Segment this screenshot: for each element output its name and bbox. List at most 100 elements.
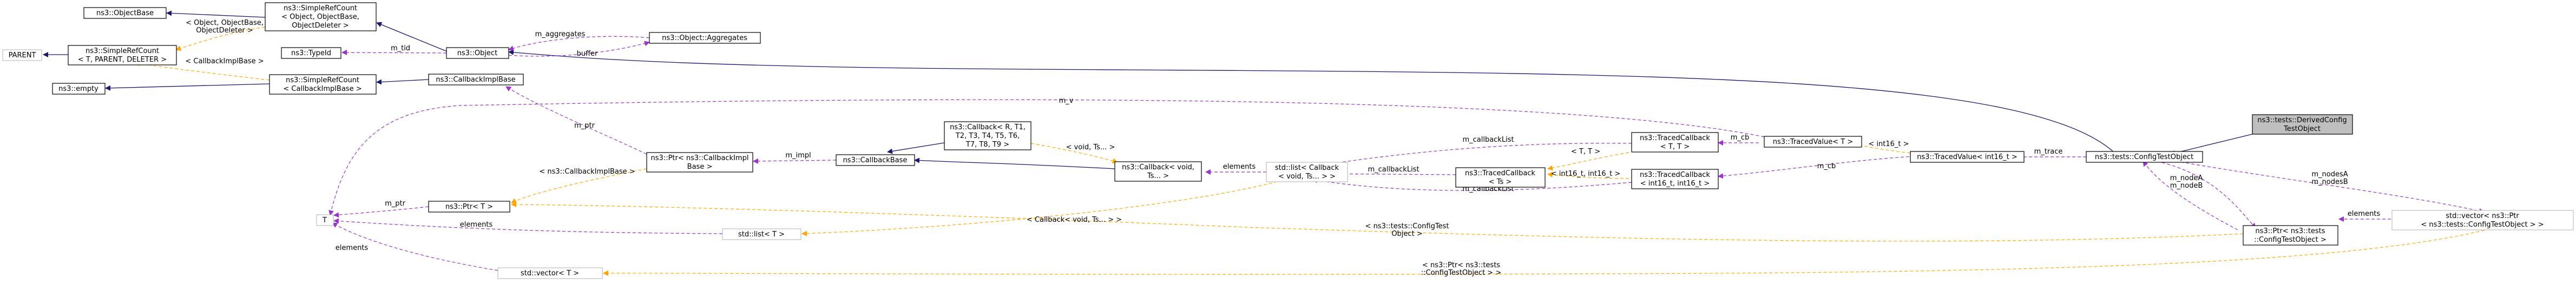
label-ptr-config-tpl-1: < ns3::tests::ConfigTest — [1365, 222, 1449, 230]
edge-tpl-vector-ptr — [603, 226, 2501, 276]
node-tracedcallback-int16[interactable]: ns3::TracedCallback < int16_t, int16_t > — [1631, 169, 1719, 189]
node-derivedconfigtestobject[interactable]: ns3::tests::DerivedConfig TestObject — [2252, 114, 2353, 135]
label-elements-list: elements — [1223, 163, 1256, 171]
node-list-t[interactable]: std::list< T > — [722, 228, 801, 240]
label-cb-void-ts-tpl: < Callback< void, Ts... > > — [1027, 216, 1122, 224]
label-srefcount-obj-tpl-2: ObjectDeleter > — [196, 27, 253, 35]
node-simplerefcount-object-line3: ObjectDeleter > — [292, 22, 349, 30]
edge-inherit-configtest-object — [508, 49, 2117, 155]
node-configtestobject[interactable]: ns3::tests::ConfigTestObject — [2086, 151, 2203, 163]
node-tracedcallback-tt-line2: < T, T > — [1660, 143, 1690, 151]
node-parent[interactable]: PARENT — [2, 49, 42, 61]
node-object-label: ns3::Object — [457, 49, 497, 57]
label-callbacklist-ts: m_callbackList — [1368, 166, 1419, 174]
node-callbackimplbase-label: ns3::CallbackImplBase — [436, 76, 515, 84]
label-elements-vec: elements — [2348, 210, 2381, 218]
node-derivedconfigtestobject-line2: TestObject — [2283, 125, 2321, 133]
edge-inherit-object-srefcount — [376, 22, 454, 55]
node-list-t-label: std::list< T > — [738, 230, 785, 239]
label-trace: m_trace — [2034, 148, 2063, 156]
node-object[interactable]: ns3::Object — [446, 47, 509, 59]
node-callback-void[interactable]: ns3::Callback< void, Ts... > — [1114, 161, 1202, 182]
node-vector-ptr-configtestobject[interactable]: std::vector< ns3::Ptr < ns3::tests::Conf… — [2391, 210, 2574, 230]
node-ptr-t[interactable]: ns3::Ptr< T > — [428, 201, 510, 213]
edge-use-list-tcb-int16 — [1312, 177, 1632, 191]
node-callback-template-line1: ns3::Callback< R, T1, — [950, 123, 1026, 131]
node-callbackbase-label: ns3::CallbackBase — [843, 156, 908, 164]
node-ptr-callbackimplbase[interactable]: ns3::Ptr< ns3::CallbackImpl Base > — [646, 152, 753, 173]
edge-use-cbimplbase-ptr — [505, 86, 647, 155]
node-vector-t-label: std::vector< T > — [521, 269, 579, 278]
label-vec-ptr-tpl-1: < ns3::Ptr< ns3::tests — [1422, 261, 1500, 269]
edge-tpl-ptr-cbimpl — [511, 168, 647, 203]
label-impl: m_impl — [785, 151, 811, 160]
node-ptr-callbackimplbase-line1: ns3::Ptr< ns3::CallbackImpl — [651, 154, 749, 162]
edge-use-configtest-ptr-config — [2156, 161, 2256, 229]
edge-tpl-tv-int16 — [1837, 138, 1911, 154]
edge-use-configtest-vector-ptr — [2170, 160, 2485, 214]
label-elements-list-t: elements — [460, 221, 493, 229]
node-configtestobject-label: ns3::tests::ConfigTestObject — [2095, 153, 2193, 161]
label-nodes-ab-2: m_nodesB — [2311, 178, 2348, 186]
label-tid: m_tid — [391, 44, 410, 52]
label-node-ab-2: m_nodeB — [2170, 182, 2203, 190]
label-node-ab-1: m_nodeA — [2170, 174, 2203, 182]
node-callback-template[interactable]: ns3::Callback< R, T1, T2, T3, T4, T5, T6… — [944, 121, 1031, 150]
node-tracedvalue-int16[interactable]: ns3::TracedValue< int16_t > — [1910, 151, 2025, 163]
node-simplerefcount-cbimpl-line1: ns3::SimpleRefCount — [286, 76, 359, 84]
edge-use-list-tcb-tt — [1312, 143, 1632, 169]
node-callback-template-line3: T7, T8, T9 > — [965, 141, 1009, 149]
edge-inherit-callback-t-cbbase — [887, 142, 945, 154]
node-aggregates[interactable]: ns3::Object::Aggregates — [649, 32, 761, 44]
node-tracedvalue-t[interactable]: ns3::TracedValue< T > — [1764, 136, 1862, 148]
node-callback-void-line1: ns3::Callback< void, — [1122, 163, 1194, 171]
node-ptr-callbackimplbase-line2: Base > — [687, 163, 713, 171]
node-callback-template-line2: T2, T3, T4, T5, T6, — [955, 132, 1020, 140]
node-t-label: T — [322, 216, 327, 224]
node-tracedcallback-tt-line1: ns3::TracedCallback — [1640, 134, 1710, 142]
node-simplerefcount-object[interactable]: ns3::SimpleRefCount < Object, ObjectBase… — [265, 2, 377, 31]
node-empty[interactable]: ns3::empty — [52, 83, 106, 95]
node-list-callback-line1: std::list< Callback — [1275, 164, 1339, 172]
node-simplerefcount-cbimpl-line2: < CallbackImplBase > — [283, 85, 362, 93]
node-simplerefcount-t-line1: ns3::SimpleRefCount — [86, 47, 159, 55]
edge-tpl-tcb-ts-to-tcb-int16 — [1547, 171, 1629, 179]
label-buffer: buffer — [577, 50, 598, 58]
node-list-callback[interactable]: std::list< Callback < void, Ts... > > — [1266, 162, 1348, 182]
label-ptr-config-tpl-2: Object > — [1391, 230, 1422, 238]
node-t[interactable]: T — [316, 214, 334, 226]
node-ptr-configtestobject[interactable]: ns3::Ptr< ns3::tests ::ConfigTestObject … — [2243, 225, 2338, 246]
edge-tpl-tcb-ts-to-tcb-tt — [1547, 152, 1629, 171]
edge-use-object-aggregates — [508, 41, 650, 57]
node-callbackbase[interactable]: ns3::CallbackBase — [836, 154, 915, 166]
node-objectbase[interactable]: ns3::ObjectBase — [83, 7, 167, 19]
edge-inherit-callback-void-cbbase — [914, 157, 1115, 169]
node-simplerefcount-t[interactable]: ns3::SimpleRefCount < T, PARENT, DELETER… — [68, 45, 177, 65]
label-nodes-ab-1: m_nodesA — [2311, 170, 2348, 179]
node-tracedcallback-int16-line1: ns3::TracedCallback — [1640, 171, 1710, 179]
edge-tpl-srefcount-cbimpl — [135, 61, 270, 81]
node-callbackimplbase[interactable]: ns3::CallbackImplBase — [428, 74, 524, 85]
node-list-callback-line2: < void, Ts... > > — [1278, 173, 1336, 181]
label-v: m_v — [1059, 97, 1074, 105]
label-ptr: m_ptr — [574, 122, 595, 130]
node-typeid[interactable]: ns3::TypeId — [281, 47, 341, 59]
node-vector-t[interactable]: std::vector< T > — [497, 267, 603, 279]
label-void-ts: < void, Ts... > — [1066, 143, 1115, 151]
edge-inherit-srefcount-cbimpl-empty — [105, 83, 270, 91]
edge-tpl-ptr-config — [511, 202, 2244, 242]
label-aggregates: m_aggregates — [535, 30, 586, 38]
node-tracedcallback-tt[interactable]: ns3::TracedCallback < T, T > — [1631, 132, 1719, 153]
edge-use-ptr-t-t — [333, 206, 429, 218]
label-vec-ptr-tpl-2: ::ConfigTestObject > > — [1421, 269, 1501, 277]
node-vector-ptr-configtestobject-line2: < ns3::tests::ConfigTestObject > > — [2421, 221, 2544, 229]
label-cbimplbase-tpl: < ns3::CallbackImplBase > — [539, 168, 635, 176]
edge-tpl-list-cb — [801, 180, 1283, 236]
edge-inherit-derived-configtest — [2170, 134, 2253, 156]
label-callbacklist-tt: m_callbackList — [1462, 136, 1514, 144]
node-simplerefcount-cbimpl[interactable]: ns3::SimpleRefCount < CallbackImplBase > — [269, 74, 377, 95]
node-ptr-configtestobject-line1: ns3::Ptr< ns3::tests — [2255, 227, 2325, 235]
label-tt: < T, T > — [1571, 148, 1600, 156]
node-tracedvalue-t-label: ns3::TracedValue< T > — [1773, 138, 1853, 146]
node-tracedcallback-ts[interactable]: ns3::TracedCallback < Ts > — [1455, 167, 1546, 188]
